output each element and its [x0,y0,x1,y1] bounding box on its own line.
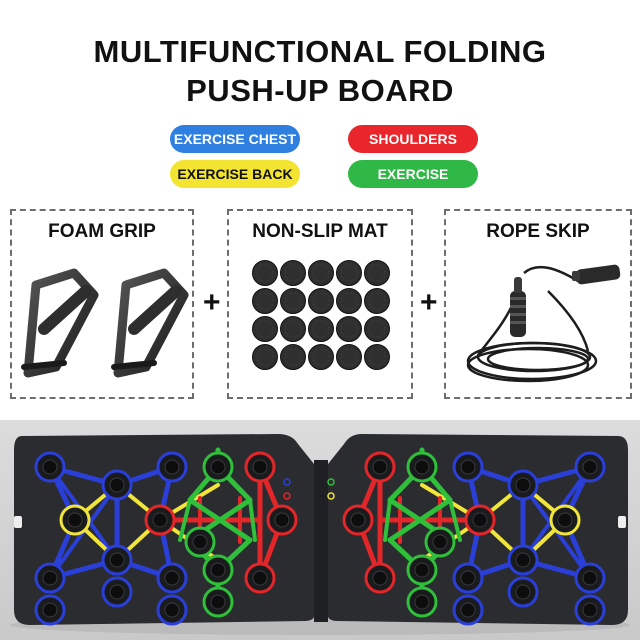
tag-exercise-triceps: EXERCISE TRICEPS [348,160,478,210]
board-hole [574,594,606,626]
jump-rope-image [466,264,621,383]
board-hole [101,544,133,576]
board-hole [34,451,66,483]
board-hole [424,526,456,558]
mat-pad [364,316,390,342]
board-hinge [314,460,328,622]
headline-line-1: MULTIFUNCTIONAL FOLDING [93,34,547,69]
board-hole [144,504,176,536]
board-hole [266,504,298,536]
mat-pad [364,260,390,286]
non-slip-pads-image [252,260,390,370]
board-hole [406,451,438,483]
mat-pad [280,344,306,370]
grip-handle-left [21,268,99,378]
mat-pad [336,260,362,286]
board-hole [342,504,374,536]
board-hole [507,469,539,501]
mat-pad [336,316,362,342]
rope-handle-left [510,277,526,337]
rope-handle-right [572,264,621,285]
mat-pad [308,316,334,342]
board-hole [452,562,484,594]
foam-grip-box: FOAM GRIP [10,209,194,399]
board-hole [156,451,188,483]
mat-pad [308,344,334,370]
board-hole [549,504,581,536]
headline-line-2: PUSH-UP BOARD [186,73,454,108]
push-up-board [10,434,630,635]
board-hole [507,576,539,608]
board-hole [507,544,539,576]
mat-pad [364,288,390,314]
non-slip-mat-title: NON-SLIP MAT [252,221,388,242]
mat-pad [364,344,390,370]
board-hole [156,562,188,594]
grip-handle-right [111,268,189,378]
mat-pad [308,260,334,286]
board-hole [59,504,91,536]
board-hole [202,451,234,483]
board-hole [101,576,133,608]
board-hole [364,451,396,483]
mat-pad [336,344,362,370]
board-hole [364,562,396,594]
board-hole [202,586,234,618]
mat-pad [252,344,278,370]
non-slip-mat-box: NON-SLIP MAT [227,209,413,399]
mat-pad [252,260,278,286]
mat-pad [252,288,278,314]
board-hole [452,451,484,483]
plus-sign-1: + [203,286,221,319]
foam-grip-image [21,268,189,378]
board-hole [34,594,66,626]
board-hole [101,469,133,501]
board-hole [406,586,438,618]
board-hole [184,526,216,558]
board-hole [452,594,484,626]
plus-sign-2: + [420,286,438,319]
tag-exercise-chest: EXERCISE CHEST [170,125,300,153]
foam-grip-title: FOAM GRIP [48,221,156,242]
board-hole [156,594,188,626]
mat-pad [252,316,278,342]
board-hole [464,504,496,536]
board-hole [574,451,606,483]
mat-pad [280,316,306,342]
tag-shoulders: SHOULDERS [348,125,478,153]
rope-skip-box: ROPE SKIP [444,209,632,399]
board-hole [34,562,66,594]
mat-pad [280,288,306,314]
mat-pad [336,288,362,314]
board-hole [244,451,276,483]
mat-pad [308,288,334,314]
board-hole [202,554,234,586]
board-hole [244,562,276,594]
rope-skip-title: ROPE SKIP [486,221,590,242]
board-hole [406,554,438,586]
mat-pad [280,260,306,286]
tag-exercise-back: EXERCISE BACK [170,160,300,188]
board-hole [574,562,606,594]
